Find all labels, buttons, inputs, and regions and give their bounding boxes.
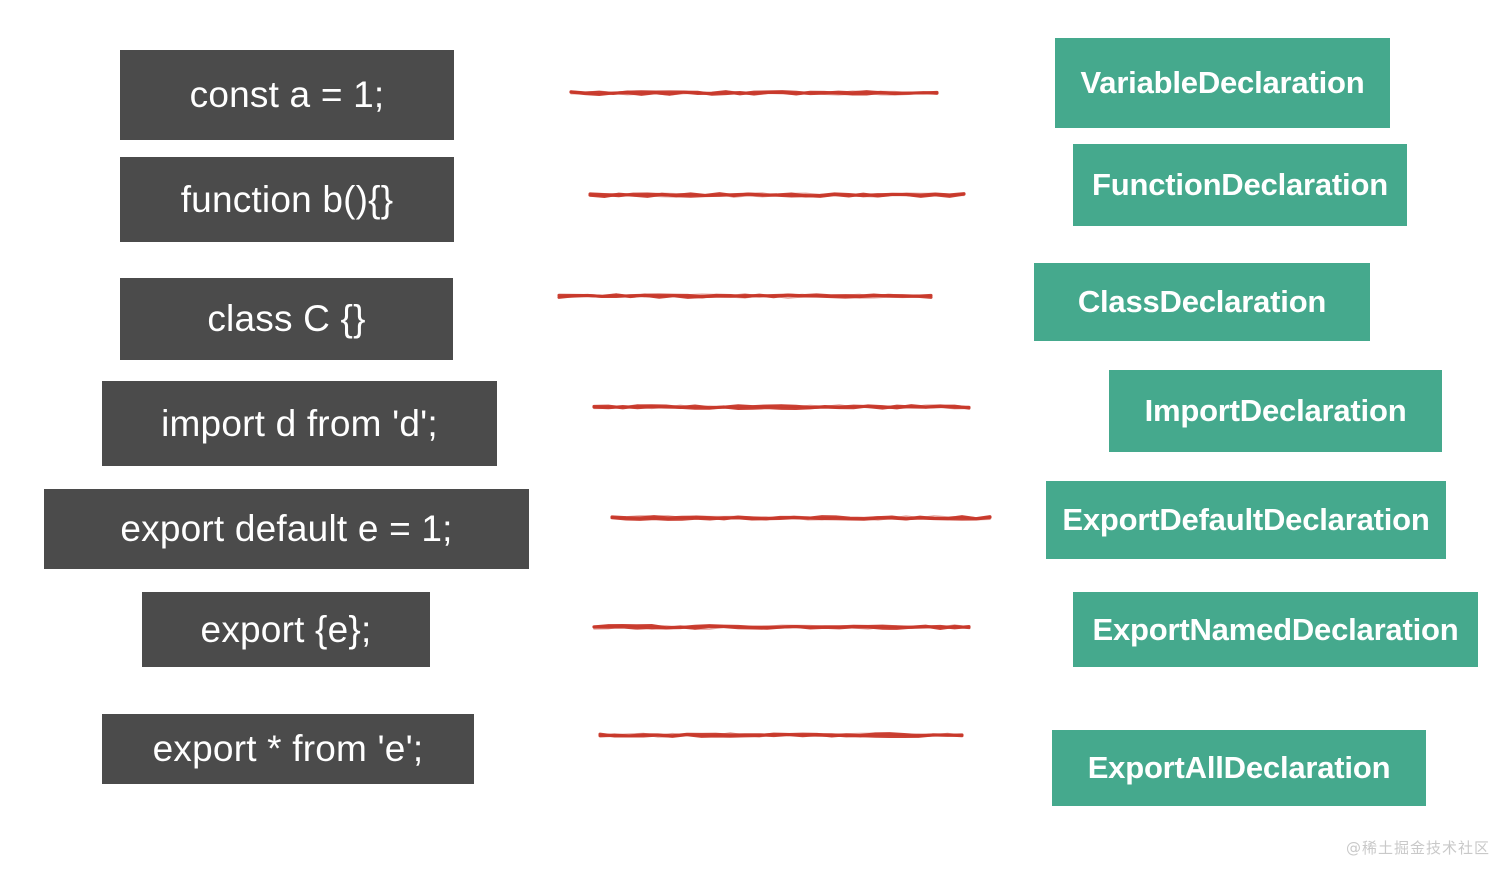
ast-node-type-chip: ImportDeclaration: [1109, 370, 1442, 452]
ast-node-type-chip: VariableDeclaration: [1055, 38, 1390, 128]
code-statement-chip: class C {}: [120, 278, 453, 360]
ast-node-type-chip: ExportDefaultDeclaration: [1046, 481, 1446, 559]
code-statement-label: import d from 'd';: [161, 402, 438, 444]
connector-line: [569, 86, 939, 100]
ast-node-type-label: ClassDeclaration: [1077, 284, 1327, 319]
ast-node-type-label: ExportDefaultDeclaration: [1062, 502, 1430, 537]
ast-node-type-label: ExportNamedDeclaration: [1092, 611, 1459, 647]
connector-line: [610, 511, 992, 525]
code-statement-label: export {e};: [200, 608, 372, 650]
watermark: @稀土掘金技术社区: [1345, 839, 1490, 857]
code-statement-chip: const a = 1;: [120, 50, 454, 140]
ast-node-type-chip: FunctionDeclaration: [1073, 144, 1407, 226]
ast-node-type-label: FunctionDeclaration: [1092, 167, 1388, 202]
connector-line: [598, 728, 964, 742]
ast-node-type-label: VariableDeclaration: [1080, 65, 1365, 100]
connector-line: [588, 188, 966, 202]
code-statement-chip: export * from 'e';: [102, 714, 474, 784]
code-statement-label: class C {}: [207, 298, 366, 339]
code-statement-label: function b(){}: [180, 178, 394, 220]
ast-node-type-chip: ExportNamedDeclaration: [1073, 592, 1478, 667]
ast-node-type-chip: ClassDeclaration: [1034, 263, 1370, 341]
ast-node-type-label: ImportDeclaration: [1144, 393, 1407, 428]
code-statement-chip: export {e};: [142, 592, 430, 667]
connector-line: [557, 289, 933, 303]
code-statement-chip: function b(){}: [120, 157, 454, 242]
code-statement-label: export * from 'e';: [152, 728, 424, 769]
code-statement-label: const a = 1;: [189, 74, 385, 115]
connector-line: [592, 400, 971, 414]
connector-line: [592, 620, 971, 634]
code-statement-chip: export default e = 1;: [44, 489, 529, 569]
code-statement-chip: import d from 'd';: [102, 381, 497, 466]
ast-node-type-chip: ExportAllDeclaration: [1052, 730, 1426, 806]
ast-node-type-label: ExportAllDeclaration: [1087, 750, 1391, 785]
code-statement-label: export default e = 1;: [120, 508, 453, 549]
